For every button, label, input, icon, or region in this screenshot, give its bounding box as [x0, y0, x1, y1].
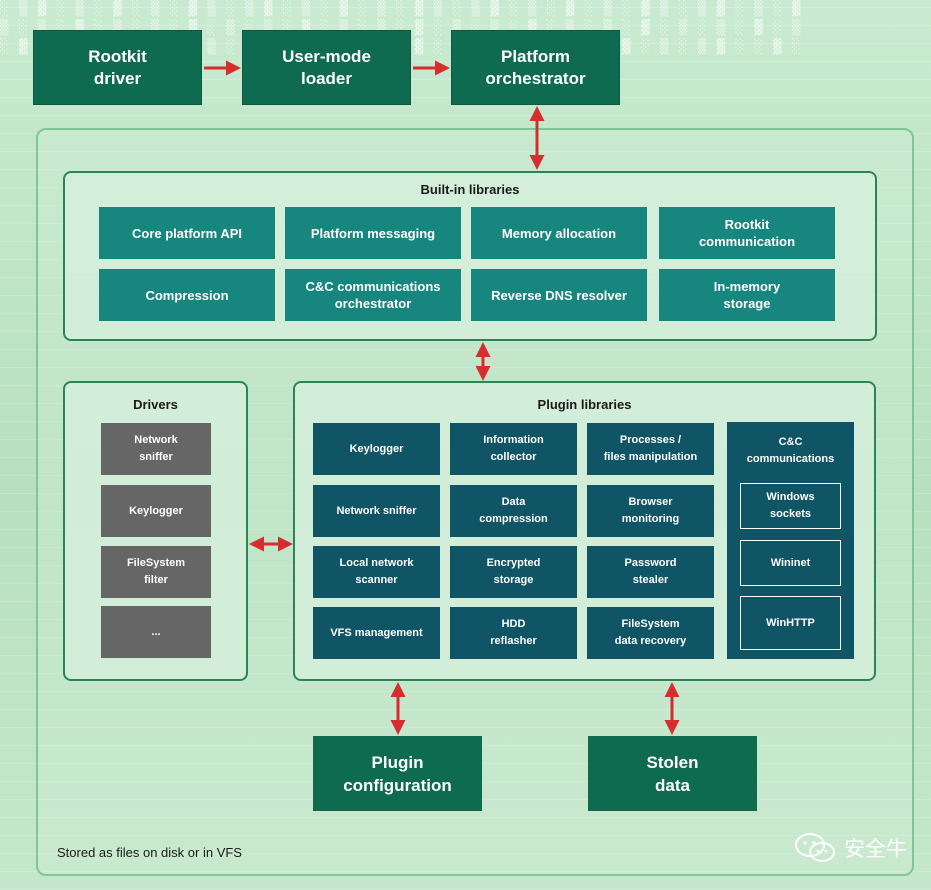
stolen-data-label: Stolen data [646, 752, 699, 795]
cc-windows-sockets: Windows sockets [740, 483, 841, 529]
plugin-network-sniffer-label: Network sniffer [336, 504, 417, 517]
plugin-hdd-reflasher-label: HDD reflasher [490, 618, 537, 647]
user-mode-loader-label: User-mode loader [282, 46, 371, 88]
builtin-platform-messaging: Platform messaging [285, 207, 461, 259]
plugin-configuration-box: Plugin configuration [313, 736, 482, 811]
platform-orchestrator-label: Platform orchestrator [485, 46, 586, 88]
builtin-in-memory-storage: In-memory storage [659, 269, 835, 321]
plugin-data-compression: Data compression [450, 485, 577, 537]
rootkit-driver-box: Rootkit driver [33, 30, 202, 105]
builtin-in-memory-storage-label: In-memory storage [713, 279, 781, 311]
driver-network-sniffer: Network sniffer [101, 423, 211, 475]
plugin-network-sniffer: Network sniffer [313, 485, 440, 537]
plugin-password-stealer: Password stealer [587, 546, 714, 598]
plugin-browser-monitoring: Browser monitoring [587, 485, 714, 537]
builtin-cc-communications-orchestrator-label: C&C communications orchestrator [305, 279, 441, 311]
plugin-libraries-title: Plugin libraries [537, 397, 632, 412]
builtin-rootkit-communication: Rootkit communication [659, 207, 835, 259]
plugin-local-network-scanner: Local network scanner [313, 546, 440, 598]
user-mode-loader-box: User-mode loader [242, 30, 411, 105]
builtin-platform-messaging-label: Platform messaging [310, 225, 436, 241]
driver-keylogger: Keylogger [101, 485, 211, 537]
stolen-data-box: Stolen data [588, 736, 757, 811]
driver-filesystem-filter-label: FileSystem filter [126, 557, 186, 586]
watermark: 安全牛 [794, 832, 907, 864]
builtin-reverse-dns-resolver: Reverse DNS resolver [471, 269, 647, 321]
builtin-rootkit-communication-label: Rootkit communication [698, 217, 796, 249]
driver-more-label: ... [151, 625, 161, 638]
builtin-core-platform-api-label: Core platform API [131, 225, 243, 241]
plugin-browser-monitoring-label: Browser monitoring [621, 496, 680, 525]
driver-keylogger-label: Keylogger [129, 504, 183, 517]
plugin-processes-files-manipulation: Processes / files manipulation [587, 423, 714, 475]
plugin-password-stealer-label: Password stealer [624, 557, 677, 586]
cc-windows-sockets-label: Windows sockets [766, 491, 815, 520]
driver-network-sniffer-label: Network sniffer [134, 434, 178, 463]
plugin-information-collector-label: Information collector [483, 434, 544, 463]
cc-communications-title: C&C communications [746, 436, 835, 465]
cc-winhttp-label: WinHTTP [766, 616, 815, 629]
plugin-vfs-management: VFS management [313, 607, 440, 659]
builtin-libraries-title: Built-in libraries [420, 182, 520, 197]
plugin-keylogger-label: Keylogger [349, 442, 404, 455]
builtin-cc-communications-orchestrator: C&C communications orchestrator [285, 269, 461, 321]
cc-wininet: Wininet [740, 540, 841, 586]
builtin-memory-allocation: Memory allocation [471, 207, 647, 259]
plugin-data-compression-label: Data compression [479, 496, 548, 525]
driver-filesystem-filter: FileSystem filter [101, 546, 211, 598]
builtin-core-platform-api: Core platform API [99, 207, 275, 259]
plugin-hdd-reflasher: HDD reflasher [450, 607, 577, 659]
storage-note: Stored as files on disk or in VFS [57, 845, 242, 860]
plugin-vfs-management-label: VFS management [330, 626, 423, 639]
builtin-reverse-dns-resolver-label: Reverse DNS resolver [491, 287, 627, 303]
plugin-local-network-scanner-label: Local network scanner [339, 557, 414, 586]
builtin-compression: Compression [99, 269, 275, 321]
drivers-title: Drivers [133, 397, 178, 412]
watermark-text: 安全牛 [844, 838, 907, 861]
platform-orchestrator-box: Platform orchestrator [451, 30, 620, 105]
plugin-filesystem-data-recovery: FileSystem data recovery [587, 607, 714, 659]
rootkit-driver-label: Rootkit driver [88, 46, 147, 88]
driver-more: ... [101, 606, 211, 658]
plugin-encrypted-storage: Encrypted storage [450, 546, 577, 598]
plugin-configuration-label: Plugin configuration [343, 752, 452, 795]
plugin-keylogger: Keylogger [313, 423, 440, 475]
cc-wininet-label: Wininet [770, 556, 811, 569]
plugin-processes-files-manipulation-label: Processes / files manipulation [603, 434, 698, 463]
wechat-icon [795, 833, 835, 862]
builtin-compression-label: Compression [145, 287, 229, 303]
builtin-memory-allocation-label: Memory allocation [501, 225, 617, 241]
plugin-information-collector: Information collector [450, 423, 577, 475]
plugin-encrypted-storage-label: Encrypted storage [486, 557, 541, 586]
plugin-filesystem-data-recovery-label: FileSystem data recovery [614, 618, 687, 647]
cc-winhttp: WinHTTP [740, 596, 841, 650]
